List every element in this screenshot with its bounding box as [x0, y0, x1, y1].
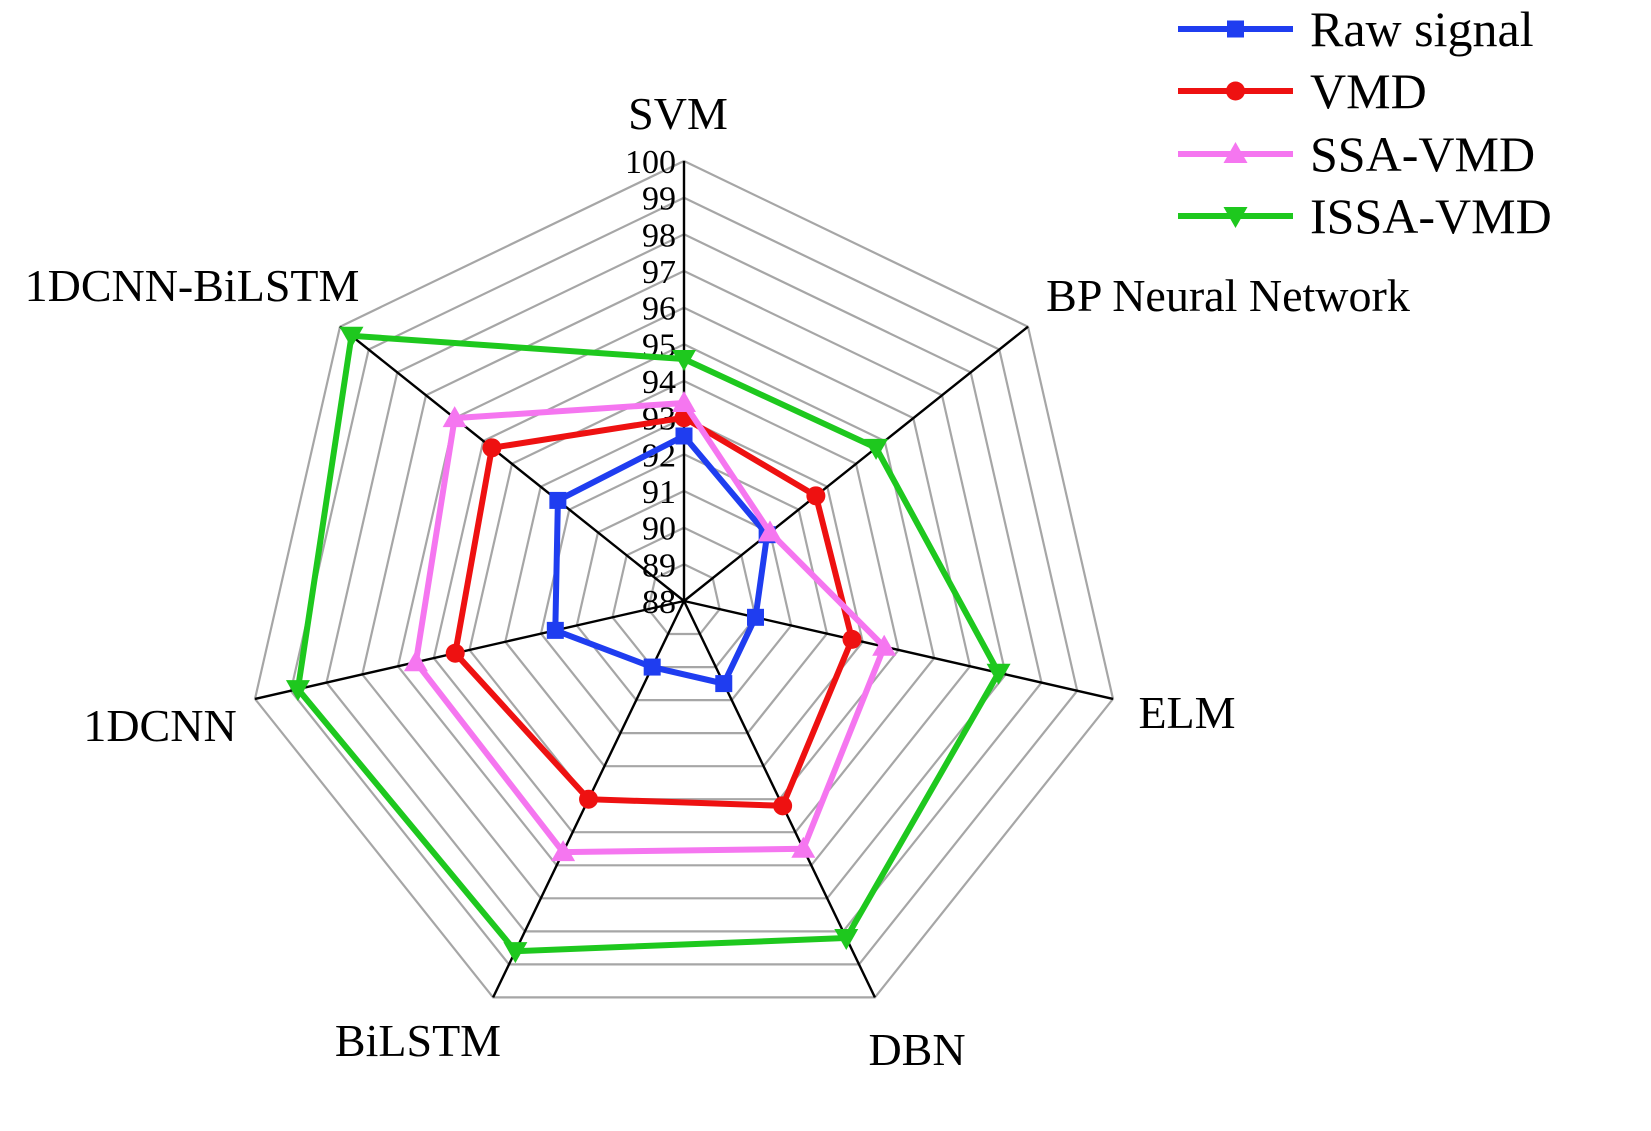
grid-ring-90	[611, 526, 757, 669]
data-point	[549, 491, 567, 509]
grid-ring-97	[361, 269, 1007, 900]
data-point	[842, 629, 862, 649]
grid-ring-100	[253, 159, 1115, 999]
data-point	[791, 836, 816, 858]
legend-marker	[1226, 81, 1245, 101]
data-point	[872, 634, 897, 656]
grid-ring-98	[325, 233, 1043, 933]
data-point	[806, 486, 826, 506]
axis-label-0: SVM	[628, 88, 728, 139]
legend-marker	[1223, 207, 1248, 228]
legend-item: VMD	[1178, 63, 1427, 119]
legend-item: SSA-VMD	[1178, 126, 1535, 182]
axis-label-3: DBN	[868, 1024, 965, 1075]
legend-item: Raw signal	[1178, 1, 1534, 57]
tick-label: 88	[642, 584, 676, 621]
data-point	[482, 438, 502, 458]
spoke-1	[683, 325, 1029, 602]
data-point	[864, 438, 889, 460]
axis-label-4: BiLSTM	[335, 1015, 501, 1066]
data-point	[986, 663, 1011, 685]
data-point	[285, 680, 310, 702]
data-point	[672, 350, 696, 371]
legend-item: ISSA-VMD	[1178, 188, 1552, 244]
tick-label: 96	[642, 291, 676, 328]
data-point	[675, 427, 693, 445]
legend-marker	[1223, 142, 1248, 163]
tick-label: 99	[642, 181, 676, 218]
grid-ring-91	[575, 489, 793, 702]
data-point	[579, 789, 599, 809]
legend-marker	[1227, 20, 1244, 38]
series-line	[294, 332, 1003, 955]
spoke-5	[254, 599, 685, 701]
grid-ring-94	[468, 379, 900, 801]
data-point	[834, 928, 859, 950]
tick-label: 90	[642, 511, 676, 548]
data-point	[773, 796, 793, 816]
legend-label: Raw signal	[1310, 1, 1534, 57]
series-vmd	[445, 408, 862, 816]
grid-ring-93	[504, 416, 864, 768]
data-point	[546, 621, 564, 639]
tick-label: 89	[642, 547, 676, 584]
legend-label: ISSA-VMD	[1310, 188, 1552, 244]
data-point	[758, 520, 783, 542]
spoke-6	[339, 325, 685, 602]
series-line	[552, 432, 771, 688]
axis-label-6: 1DCNN-BiLSTM	[25, 260, 360, 311]
axis-label-2: ELM	[1138, 687, 1235, 738]
data-point	[715, 675, 733, 693]
tick-label: 100	[625, 144, 676, 181]
series-raw-signal	[546, 427, 776, 693]
data-point	[746, 608, 764, 626]
data-point	[445, 643, 465, 663]
data-point	[339, 326, 364, 348]
data-point	[442, 406, 467, 428]
grid-ring-99	[289, 196, 1079, 966]
axis-label-1: BP Neural Network	[1046, 270, 1410, 321]
series-layer	[285, 326, 1011, 964]
data-point	[672, 391, 696, 412]
legend-label: SSA-VMD	[1310, 126, 1535, 182]
legend-label: VMD	[1310, 63, 1427, 119]
tick-label: 98	[642, 217, 676, 254]
grid-ring-92	[539, 453, 829, 735]
data-point	[551, 840, 576, 862]
tick-label: 94	[642, 364, 676, 401]
series-line	[451, 414, 856, 809]
series-issa-vmd	[285, 326, 1011, 964]
data-point	[643, 658, 661, 676]
data-point	[403, 650, 428, 672]
axis-label-5: 1DCNN	[83, 700, 236, 751]
series-line	[412, 399, 888, 856]
grid-ring-89	[647, 563, 721, 636]
tick-label: 97	[642, 254, 676, 291]
series-ssa-vmd	[403, 391, 897, 862]
tick-label: 91	[642, 474, 676, 511]
data-point	[503, 942, 528, 964]
